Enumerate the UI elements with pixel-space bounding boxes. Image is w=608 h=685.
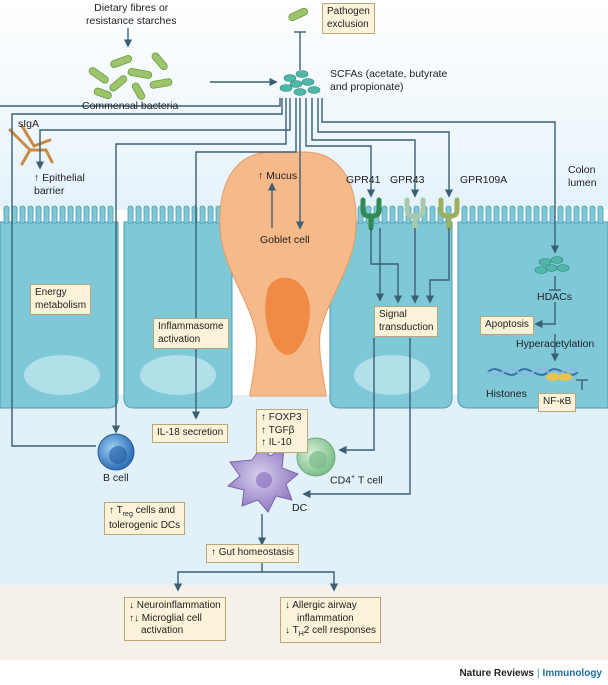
neuro-box: ↓ Neuroinflammation ↑↓ Microglial cell a… xyxy=(124,597,226,641)
microvillus xyxy=(397,205,404,225)
foxp3-label: ↑ FOXP3 xyxy=(261,412,302,423)
microvillus xyxy=(127,205,134,225)
signal-transduction-box: Signal transduction xyxy=(374,306,439,337)
mucus-label: ↑ Mucus xyxy=(258,170,298,182)
microvillus xyxy=(35,205,42,225)
cd4-t-cell-label: CD4+ T cell xyxy=(330,474,383,487)
microvillus xyxy=(83,205,90,225)
microvillus xyxy=(501,205,508,225)
microvillus xyxy=(43,205,50,225)
microvillus xyxy=(557,205,564,225)
microvillus xyxy=(589,205,596,225)
gpr43-receptor-icon xyxy=(404,197,426,231)
microvillus xyxy=(19,205,26,225)
arrows xyxy=(0,28,588,592)
enterocyte-2 xyxy=(123,221,233,409)
commensal-bacteria-label: Commensal bacteria xyxy=(82,100,179,112)
nfkb-box: NF-κB xyxy=(538,393,577,412)
il10-label: ↑ IL-10 xyxy=(261,437,292,448)
scfa-molecules-icon xyxy=(279,70,321,96)
microvillus xyxy=(51,205,58,225)
microvillus xyxy=(143,205,150,225)
microvillus xyxy=(565,205,572,225)
dietary-fibre-label: Dietary fibres or resistance starches xyxy=(86,2,177,27)
microvillus xyxy=(159,205,166,225)
microvillus xyxy=(573,205,580,225)
microvillus xyxy=(175,205,182,225)
enterocyte-1 xyxy=(0,221,119,409)
treg-box: ↑ Treg cells and tolerogenic DCs xyxy=(104,502,186,536)
siga-antibody-icon xyxy=(8,124,54,166)
energy-metabolism-box: Energy metabolism xyxy=(30,284,92,315)
journal-credit: Nature Reviews|Immunology xyxy=(459,668,602,679)
microvillus xyxy=(533,205,540,225)
gpr41-label: GPR41 xyxy=(346,174,381,186)
dna-histones-icon xyxy=(487,368,579,381)
histones-label: Histones xyxy=(486,388,527,400)
microvillus xyxy=(183,205,190,225)
microvillus xyxy=(581,205,588,225)
microvillus xyxy=(493,205,500,225)
microvillus xyxy=(389,205,396,225)
apoptosis-box: Apoptosis xyxy=(480,316,534,335)
il18-secretion-box: IL-18 secretion xyxy=(152,424,229,443)
pathogen-exclusion-box: Pathogen exclusion xyxy=(322,3,375,34)
intracellular-scfa-icon xyxy=(534,256,570,274)
microvillus xyxy=(151,205,158,225)
siga-label: sIgA xyxy=(18,118,40,130)
microvillus xyxy=(469,205,476,225)
gut-homeostasis-box: ↑ Gut homeostasis xyxy=(206,544,299,563)
microvillus xyxy=(107,205,114,225)
gpr41-receptor-icon xyxy=(360,197,382,231)
microvillus xyxy=(381,205,388,225)
microvillus xyxy=(3,205,10,225)
b-cell-label: B cell xyxy=(103,472,129,484)
allergy-box: ↓ Allergic airway inflammation ↓ TH2 cel… xyxy=(280,597,382,643)
goblet-cell-shape xyxy=(219,151,357,397)
microvillus xyxy=(167,205,174,225)
dc-label: DC xyxy=(292,502,308,514)
gpr43-label: GPR43 xyxy=(390,174,425,186)
dendritic-cell-icon xyxy=(226,445,299,513)
gpr109a-label: GPR109A xyxy=(460,174,508,186)
tgfb-label: ↑ TGFβ xyxy=(261,424,295,436)
cytokine-box: ↑ FOXP3 ↑ TGFβ ↑ IL-10 xyxy=(256,409,308,453)
microvillus xyxy=(485,205,492,225)
microvillus xyxy=(199,205,206,225)
goblet-cell-label: Goblet cell xyxy=(260,234,310,246)
microvillus xyxy=(429,205,436,225)
inflammasome-box: Inflammasome activation xyxy=(153,318,229,349)
microvillus xyxy=(11,205,18,225)
scfas-label: SCFAs (acetate, butyrate and propionate) xyxy=(330,68,448,93)
microvillus xyxy=(517,205,524,225)
microvillus xyxy=(477,205,484,225)
microvillus xyxy=(541,205,548,225)
microvillus xyxy=(207,205,214,225)
commensal-bacteria-icon xyxy=(88,52,173,100)
b-cell-icon xyxy=(97,433,135,471)
microvillus xyxy=(91,205,98,225)
colon-lumen-label: Colon lumen xyxy=(568,164,597,189)
hdacs-label: HDACs xyxy=(537,291,573,303)
microvillus xyxy=(549,205,556,225)
microvillus xyxy=(525,205,532,225)
pathogen-icon xyxy=(288,7,309,22)
microvillus xyxy=(67,205,74,225)
hyperacetylation-label: Hyperacetylation xyxy=(516,338,595,350)
microvillus xyxy=(75,205,82,225)
microvillus xyxy=(597,205,604,225)
microvillus xyxy=(99,205,106,225)
microvillus xyxy=(509,205,516,225)
microvillus xyxy=(135,205,142,225)
microvillus xyxy=(59,205,66,225)
microvillus xyxy=(461,205,468,225)
microvillus xyxy=(27,205,34,225)
epithelial-barrier-label: ↑ Epithelial barrier xyxy=(34,172,85,197)
gpr109a-receptor-icon xyxy=(438,197,460,231)
